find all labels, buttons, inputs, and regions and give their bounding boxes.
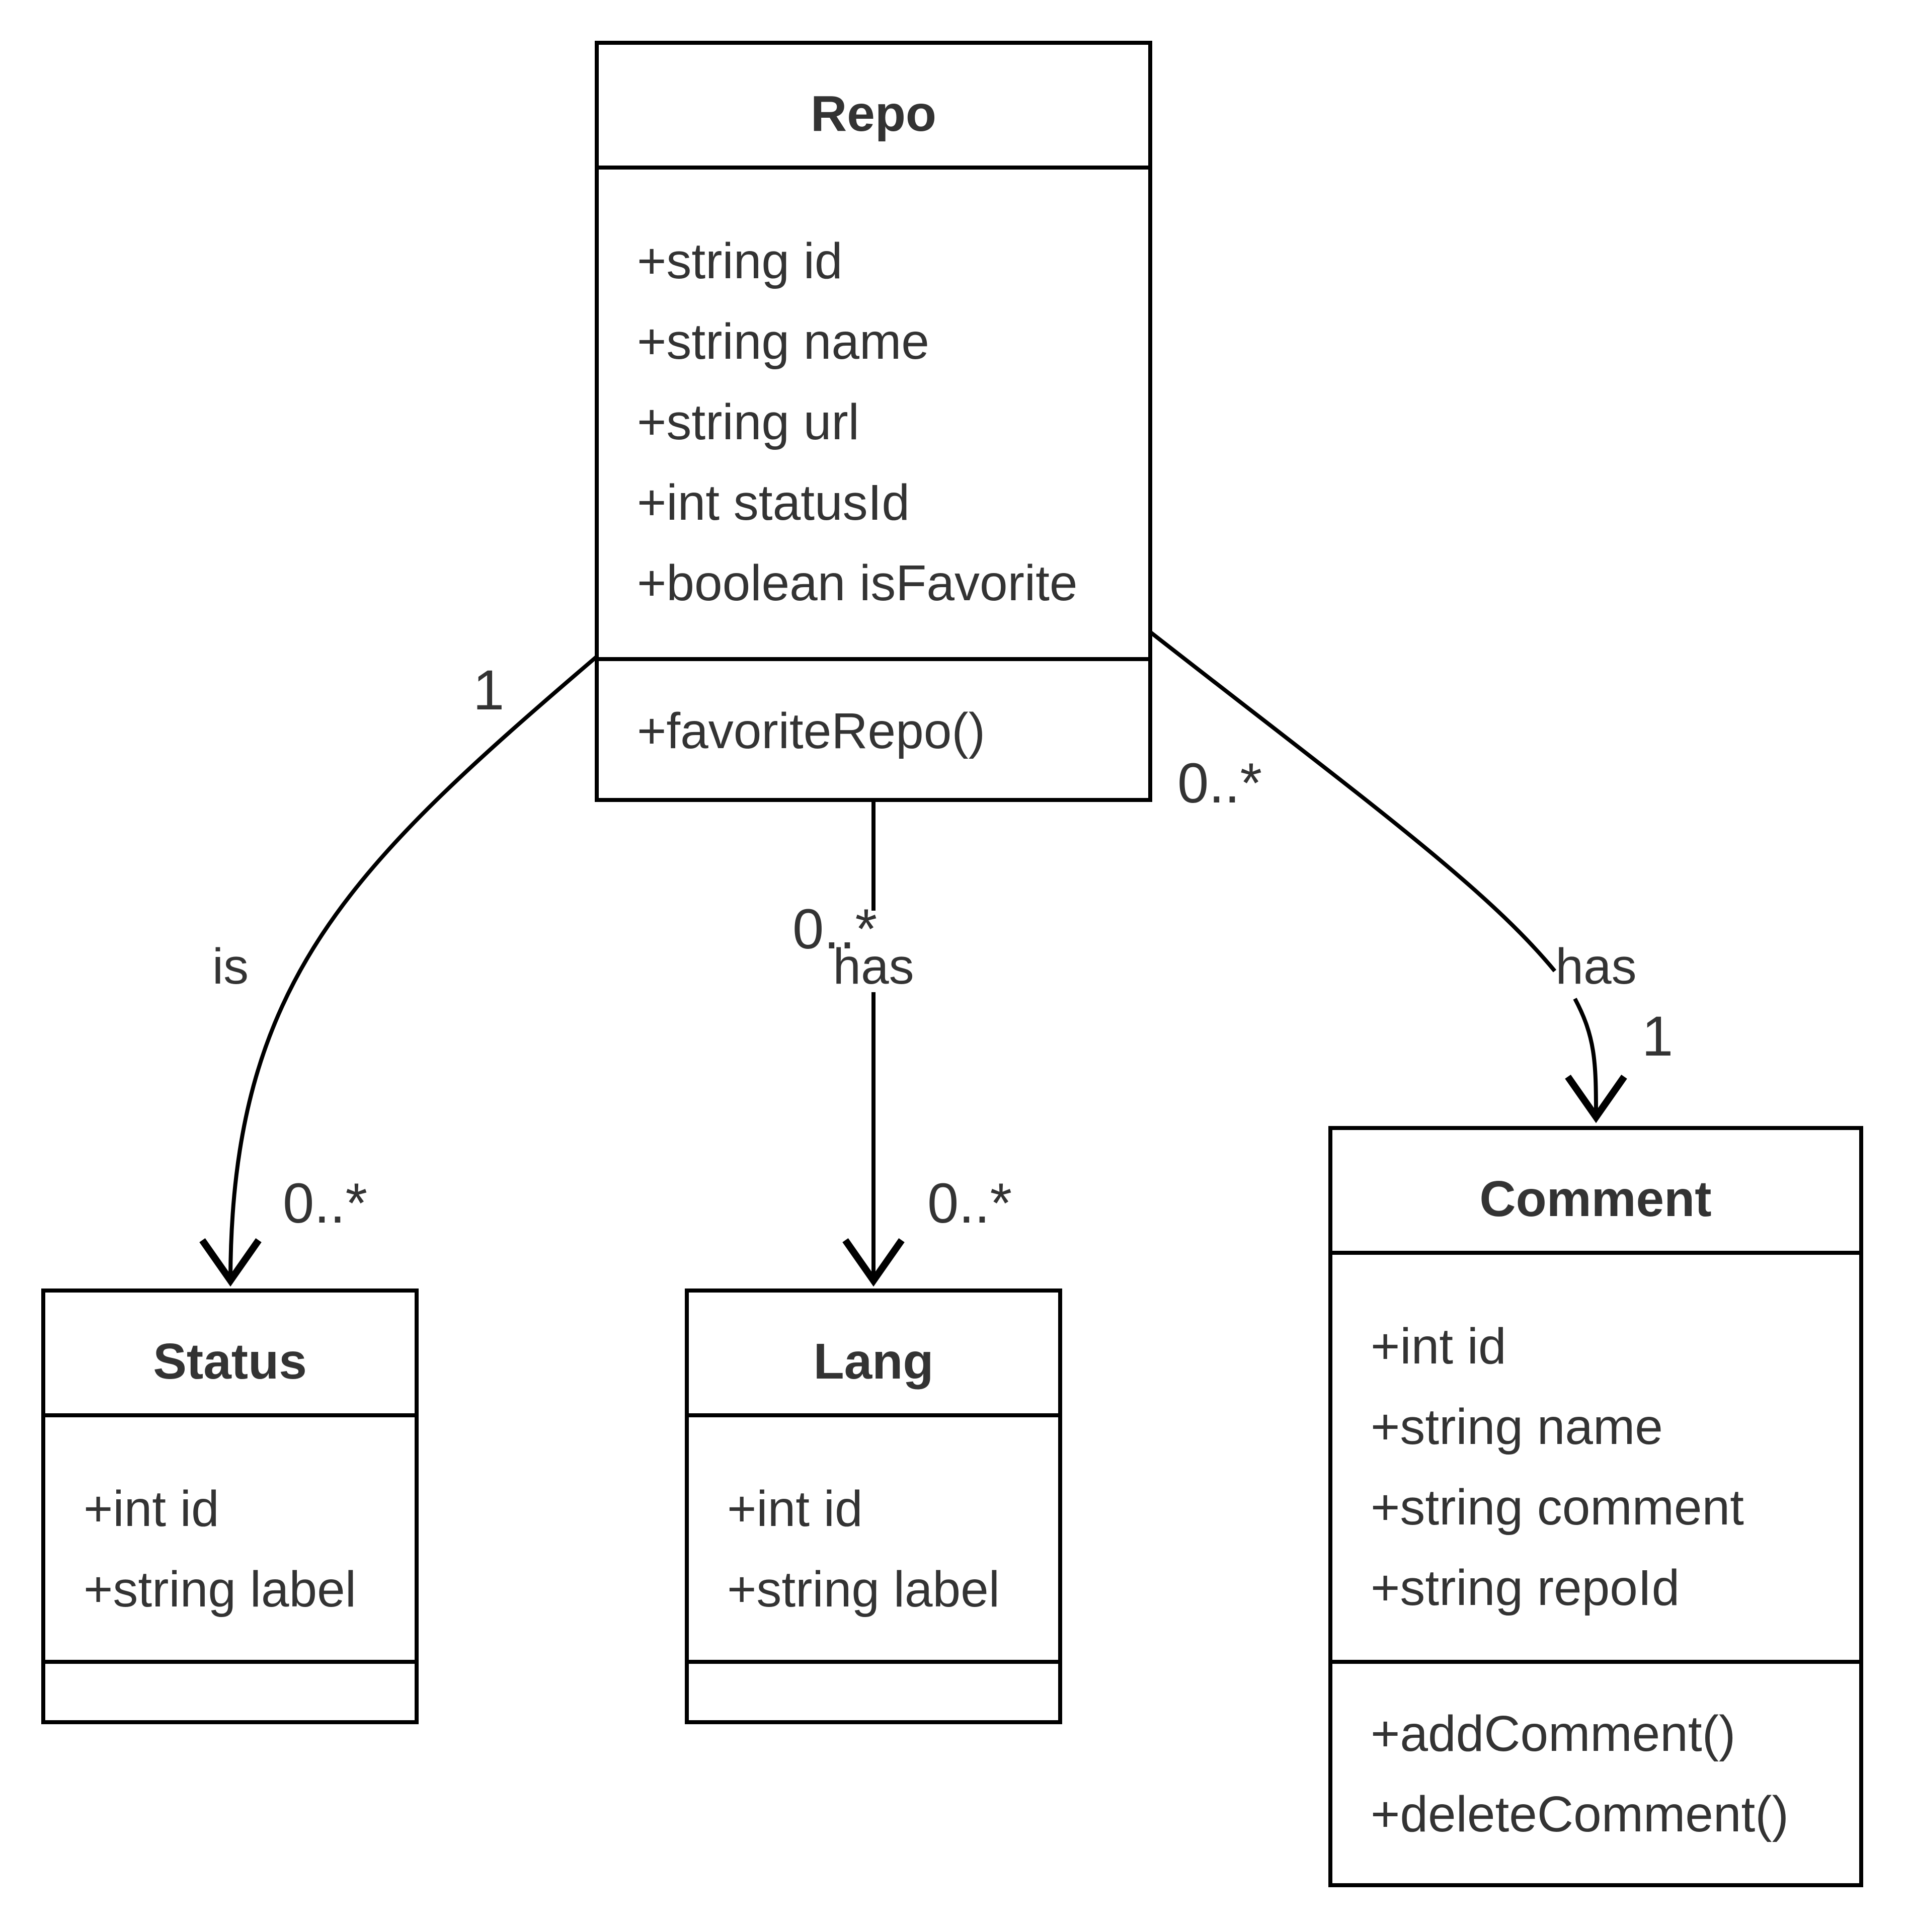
relation-repo-comment-source-multiplicity: 0..* <box>1177 752 1262 815</box>
class-comment-name: Comment <box>1479 1171 1711 1227</box>
class-repo-attribute: +string url <box>637 394 859 450</box>
class-lang-name: Lang <box>814 1333 934 1390</box>
class-comment-method: +addComment() <box>1371 1706 1735 1762</box>
class-lang: Lang +int id +string label <box>685 1289 1062 1724</box>
relation-repo-status-line <box>228 655 598 1278</box>
relation-repo-status-label: is <box>212 938 249 995</box>
class-repo-method: +favoriteRepo() <box>637 703 985 759</box>
relation-repo-lang <box>842 800 905 1287</box>
class-comment: Comment +int id +string name +string com… <box>1328 1126 1863 1887</box>
relation-repo-status <box>199 655 598 1287</box>
relation-repo-lang-arrowhead <box>842 1238 905 1287</box>
class-status: Status +int id +string label <box>41 1289 419 1724</box>
class-comment-attribute: +int id <box>1371 1318 1506 1375</box>
relation-repo-lang-target-multiplicity: 0..* <box>927 1172 1012 1235</box>
class-comment-attribute: +string comment <box>1371 1479 1744 1536</box>
relation-repo-status-source-multiplicity: 1 <box>473 659 504 721</box>
class-comment-attribute: +string repoId <box>1371 1560 1680 1616</box>
class-lang-box <box>685 1289 1062 1724</box>
relation-repo-status-target-multiplicity: 0..* <box>283 1172 367 1235</box>
class-repo-attribute: +string name <box>637 313 929 370</box>
class-lang-attribute: +string label <box>727 1561 1000 1618</box>
class-repo-attribute: +string id <box>637 233 843 289</box>
class-repo-name: Repo <box>811 86 936 142</box>
relation-repo-comment-line <box>1149 630 1598 1115</box>
relation-repo-lang-source-multiplicity: 0..* <box>792 898 877 960</box>
class-repo-attribute: +int statusId <box>637 474 910 531</box>
relation-repo-lang-label: has <box>833 938 914 995</box>
class-status-box <box>41 1289 419 1724</box>
class-comment-method: +deleteComment() <box>1371 1786 1789 1842</box>
class-repo-attribute: +boolean isFavorite <box>637 555 1078 611</box>
relation-repo-comment-arrowhead <box>1565 1074 1627 1123</box>
class-status-attribute: +int id <box>84 1481 219 1537</box>
relation-repo-comment-target-multiplicity: 1 <box>1642 1005 1673 1068</box>
relation-repo-comment <box>1149 630 1627 1123</box>
class-lang-attribute: +int id <box>727 1481 863 1537</box>
relation-repo-status-arrowhead <box>199 1238 262 1287</box>
class-repo: Repo +string id +string name +string url… <box>595 41 1152 802</box>
relation-repo-comment-label: has <box>1555 938 1636 995</box>
class-status-attribute: +string label <box>84 1561 356 1618</box>
class-status-name: Status <box>153 1333 307 1390</box>
class-comment-attribute: +string name <box>1371 1399 1663 1455</box>
